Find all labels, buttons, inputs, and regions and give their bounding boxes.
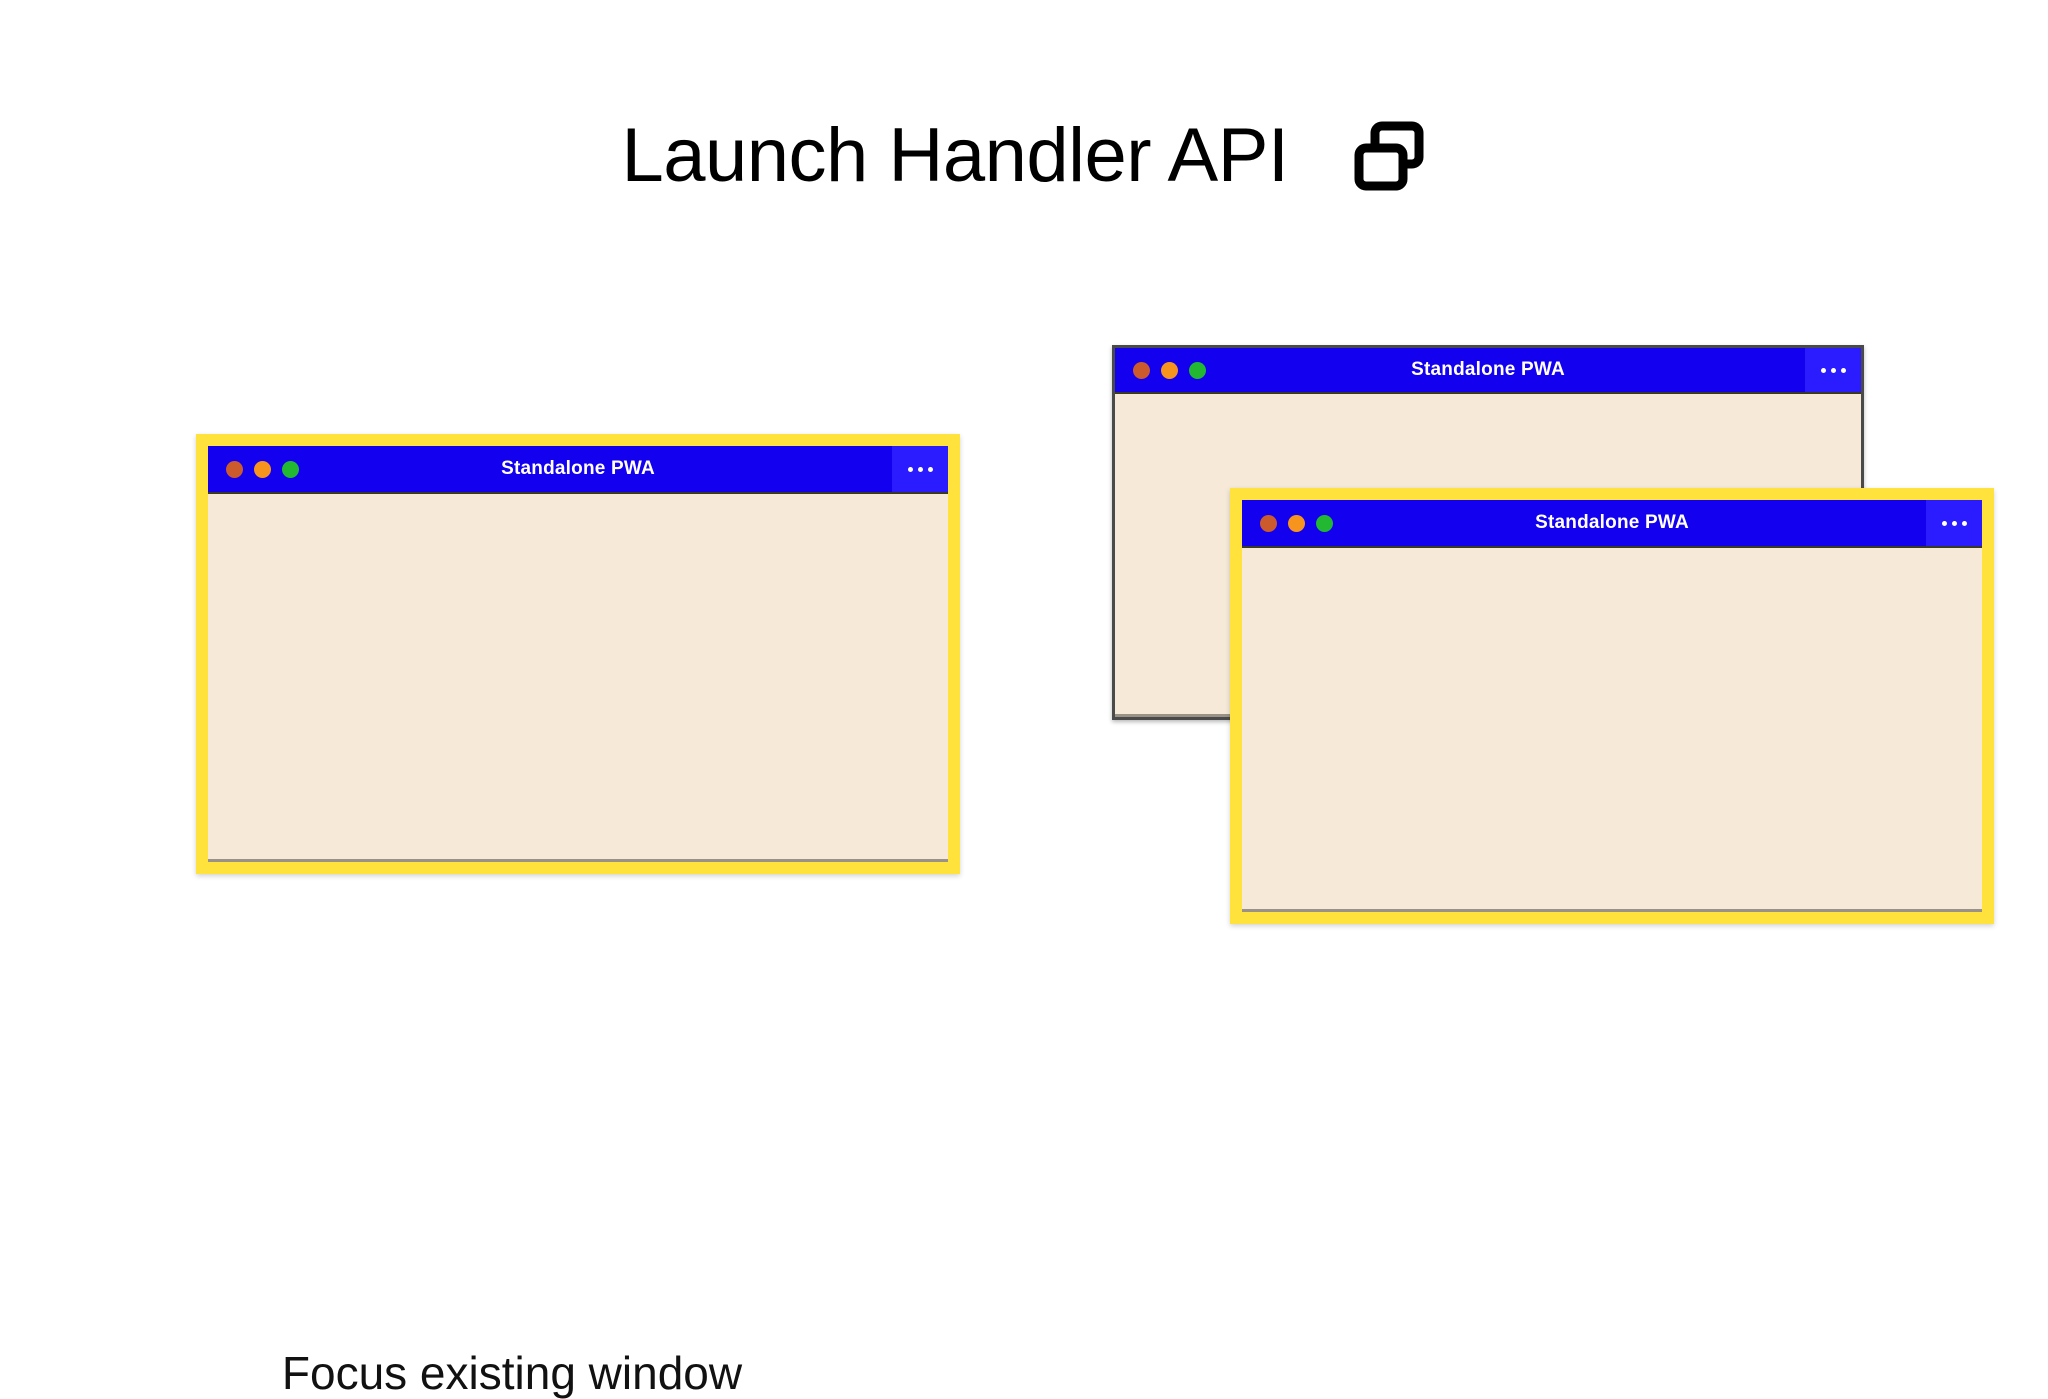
window-content-area[interactable] (1242, 548, 1982, 912)
window-titlebar[interactable]: Standalone PWA (1242, 500, 1982, 548)
window-title: Standalone PWA (501, 458, 655, 479)
menu-dot-3 (1961, 520, 1967, 526)
window-content-area[interactable] (208, 494, 948, 862)
panel-caption-focus-existing: Focus existing window (281, 1347, 743, 1399)
menu-dot-2 (917, 466, 923, 472)
maximize-dot-icon[interactable] (282, 460, 299, 478)
menu-dot-3 (1840, 367, 1846, 373)
menu-dot-2 (1951, 520, 1957, 526)
overflow-menu-icon[interactable] (1926, 500, 1982, 546)
menu-dot-2 (1830, 367, 1836, 373)
close-dot-icon[interactable] (1260, 514, 1277, 532)
pwa-window-new[interactable]: Standalone PWA (1230, 488, 1994, 924)
minimize-dot-icon[interactable] (1161, 361, 1178, 379)
window-controls[interactable] (208, 460, 299, 478)
close-dot-icon[interactable] (1133, 361, 1150, 379)
pwa-window-focused[interactable]: Standalone PWA (196, 434, 960, 874)
minimize-dot-icon[interactable] (254, 460, 271, 478)
window-title: Standalone PWA (1411, 359, 1565, 380)
overflow-menu-icon[interactable] (1805, 348, 1861, 392)
page-heading: Launch Handler API (0, 118, 2048, 194)
menu-dot-1 (907, 466, 913, 472)
window-controls[interactable] (1115, 361, 1206, 379)
minimize-dot-icon[interactable] (1288, 514, 1305, 532)
maximize-dot-icon[interactable] (1189, 361, 1206, 379)
multiple-windows-icon (1351, 118, 1427, 194)
page-title: Launch Handler API (621, 113, 1289, 198)
menu-dot-1 (1941, 520, 1947, 526)
overflow-menu-icon[interactable] (892, 446, 948, 492)
maximize-dot-icon[interactable] (1316, 514, 1333, 532)
close-dot-icon[interactable] (226, 460, 243, 478)
menu-dot-3 (927, 466, 933, 472)
window-titlebar[interactable]: Standalone PWA (208, 446, 948, 494)
window-titlebar[interactable]: Standalone PWA (1115, 348, 1861, 394)
window-title: Standalone PWA (1535, 512, 1689, 533)
menu-dot-1 (1820, 367, 1826, 373)
window-controls[interactable] (1242, 514, 1333, 532)
